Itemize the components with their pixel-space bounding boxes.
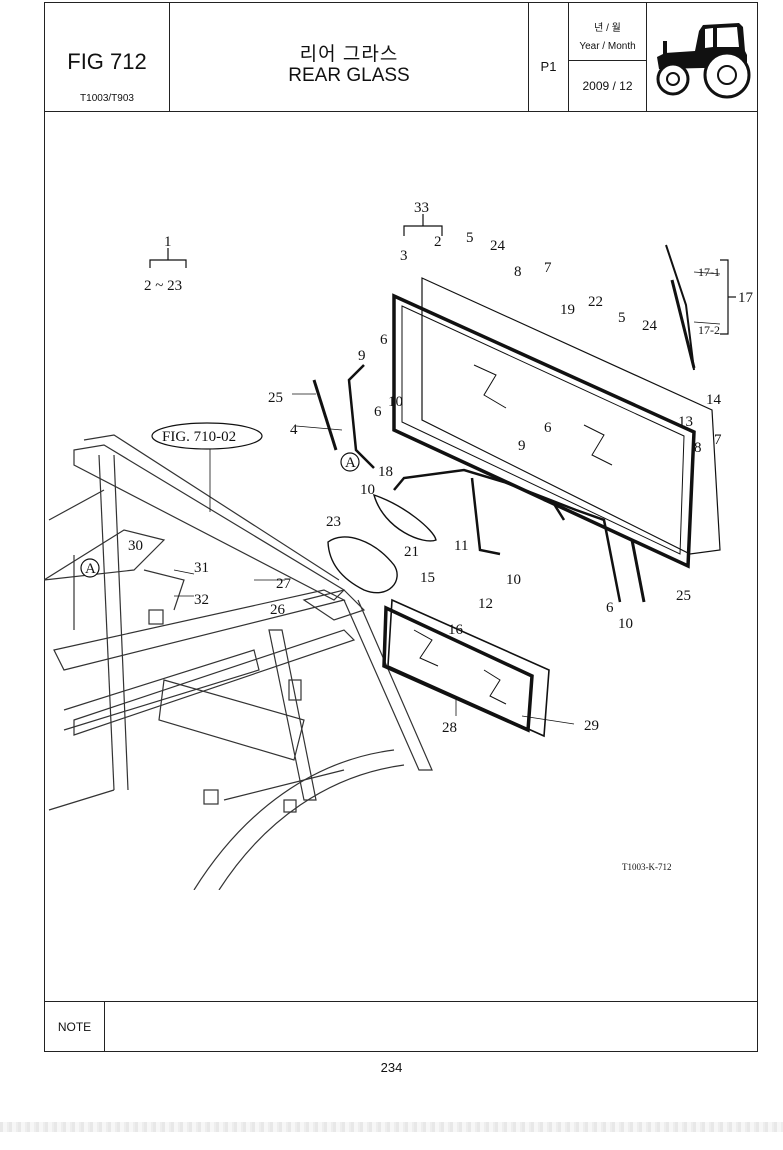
svg-text:4: 4 bbox=[290, 422, 298, 438]
svg-text:10: 10 bbox=[388, 394, 403, 410]
svg-text:21: 21 bbox=[404, 544, 419, 560]
svg-text:7: 7 bbox=[714, 432, 722, 448]
frame-tubes bbox=[347, 364, 622, 603]
tractor-icon bbox=[656, 23, 751, 99]
note-label: NOTE bbox=[57, 1020, 92, 1034]
weather-strip bbox=[327, 493, 437, 594]
figure-reference: FIG. 710-02 bbox=[151, 422, 263, 450]
svg-text:10: 10 bbox=[506, 572, 521, 588]
title-english: REAR GLASS bbox=[288, 65, 410, 86]
svg-text:14: 14 bbox=[706, 392, 722, 408]
rear-window-small bbox=[382, 598, 550, 738]
svg-text:6: 6 bbox=[606, 600, 614, 616]
label-group-17: 17 bbox=[738, 290, 754, 306]
svg-text:26: 26 bbox=[270, 602, 286, 618]
svg-text:13: 13 bbox=[678, 414, 693, 430]
part-labels: 3 2 5 24 8 7 19 22 5 24 17-1 17-2 6 9 25… bbox=[128, 230, 722, 736]
title-cell: 리어 그라스 REAR GLASS bbox=[170, 3, 529, 111]
note-label-cell: NOTE bbox=[45, 1002, 105, 1052]
svg-text:30: 30 bbox=[128, 538, 143, 554]
label-group-1: 1 bbox=[164, 234, 172, 250]
svg-text:18: 18 bbox=[378, 464, 393, 480]
svg-text:12: 12 bbox=[478, 596, 493, 612]
svg-text:3: 3 bbox=[400, 248, 408, 264]
group-brackets bbox=[149, 214, 736, 335]
fig-number: FIG 712 bbox=[67, 49, 147, 74]
svg-text:10: 10 bbox=[618, 616, 633, 632]
svg-text:22: 22 bbox=[588, 294, 603, 310]
svg-text:16: 16 bbox=[448, 622, 464, 638]
svg-text:6: 6 bbox=[380, 332, 388, 348]
svg-text:FIG. 710-02: FIG. 710-02 bbox=[162, 429, 236, 445]
svg-text:23: 23 bbox=[326, 514, 341, 530]
svg-text:8: 8 bbox=[514, 264, 522, 280]
svg-text:31: 31 bbox=[194, 560, 209, 576]
svg-text:A: A bbox=[85, 561, 96, 577]
svg-text:32: 32 bbox=[194, 592, 209, 608]
svg-text:25: 25 bbox=[268, 390, 283, 406]
svg-text:10: 10 bbox=[360, 482, 375, 498]
svg-text:19: 19 bbox=[560, 302, 575, 318]
svg-text:5: 5 bbox=[618, 310, 626, 326]
svg-text:17-2: 17-2 bbox=[698, 323, 720, 337]
fig-cell: FIG 712 T1003/T903 bbox=[45, 3, 170, 111]
exploded-diagram: A A FIG. 710-02 1 2 ~ 23 33 17 3 2 5 24 … bbox=[44, 200, 754, 890]
wiper-assembly bbox=[665, 244, 696, 371]
svg-text:5: 5 bbox=[466, 230, 474, 246]
page-code: P1 bbox=[540, 59, 557, 74]
svg-text:6: 6 bbox=[544, 420, 552, 436]
model-codes: T1003/T903 bbox=[80, 93, 134, 104]
leader-lines bbox=[173, 271, 721, 725]
gas-struts bbox=[312, 379, 646, 603]
date-divider bbox=[569, 60, 646, 61]
svg-text:11: 11 bbox=[454, 538, 468, 554]
svg-text:9: 9 bbox=[518, 438, 526, 454]
note-row: NOTE bbox=[45, 1001, 757, 1052]
svg-text:9: 9 bbox=[358, 348, 366, 364]
svg-text:A: A bbox=[345, 455, 356, 471]
drawing-code: T1003-K-712 bbox=[622, 862, 672, 872]
header-block: FIG 712 T1003/T903 리어 그라스 REAR GLASS P1 … bbox=[45, 3, 757, 112]
svg-text:24: 24 bbox=[642, 318, 658, 334]
label-group-33: 33 bbox=[414, 200, 429, 216]
cab-frame bbox=[44, 434, 433, 890]
date-cell: 년 / 월 Year / Month 2009 / 12 bbox=[569, 3, 647, 111]
svg-text:29: 29 bbox=[584, 718, 599, 734]
title-korean: 리어 그라스 bbox=[299, 44, 399, 65]
svg-text:24: 24 bbox=[490, 238, 506, 254]
svg-text:28: 28 bbox=[442, 720, 457, 736]
detail-marker-a: A A bbox=[80, 452, 360, 578]
rear-glass-assembly bbox=[392, 277, 721, 569]
svg-text:25: 25 bbox=[676, 588, 691, 604]
scan-artifact-strip bbox=[0, 1122, 783, 1132]
svg-text:27: 27 bbox=[276, 576, 292, 592]
year-month-english: Year / Month bbox=[579, 41, 636, 52]
parts-sheet: FIG 712 T1003/T903 리어 그라스 REAR GLASS P1 … bbox=[44, 2, 758, 1052]
label-group-range: 2 ~ 23 bbox=[144, 278, 182, 294]
svg-text:8: 8 bbox=[694, 440, 702, 456]
page-number: 234 bbox=[380, 1060, 403, 1075]
year-month-korean: 년 / 월 bbox=[594, 23, 621, 34]
logo-cell bbox=[647, 3, 757, 111]
svg-text:17-1: 17-1 bbox=[698, 265, 720, 279]
page-code-cell: P1 bbox=[529, 3, 569, 111]
revision-date: 2009 / 12 bbox=[582, 79, 633, 93]
svg-text:2: 2 bbox=[434, 234, 442, 250]
svg-text:7: 7 bbox=[544, 260, 552, 276]
svg-text:15: 15 bbox=[420, 570, 435, 586]
svg-text:6: 6 bbox=[374, 404, 382, 420]
